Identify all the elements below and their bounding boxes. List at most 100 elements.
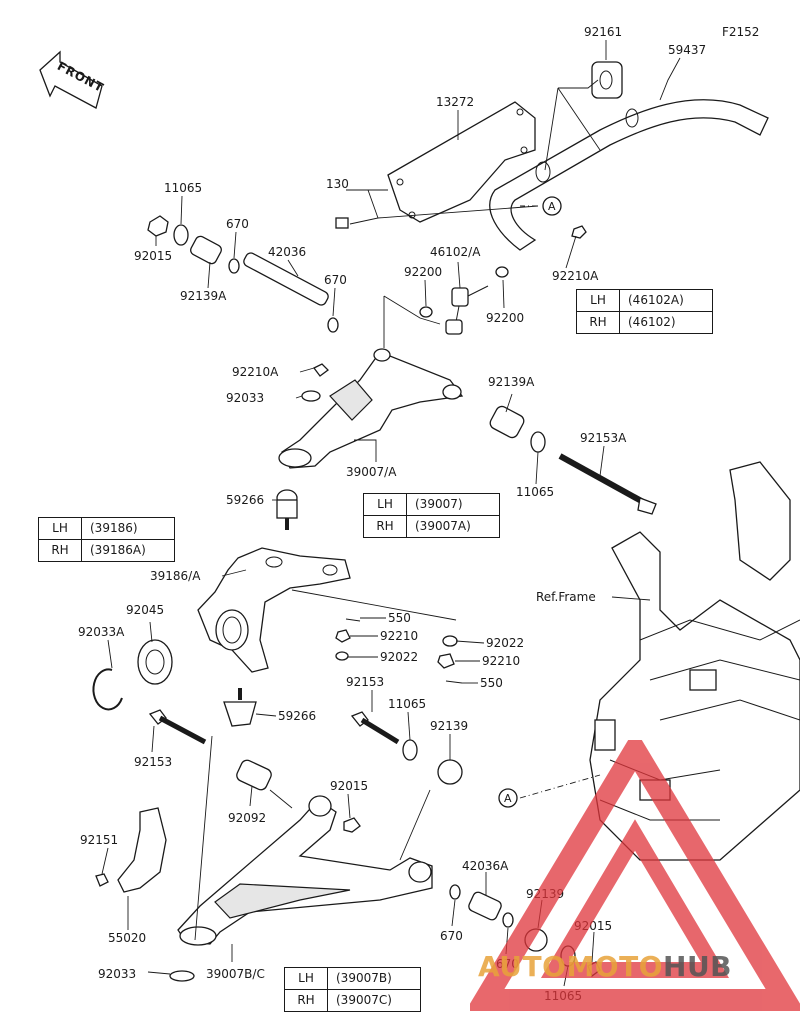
label-46102a: 46102/A — [430, 245, 481, 259]
table-cell-part: (39007C) — [327, 989, 421, 1012]
label-13272: 13272 — [436, 95, 474, 109]
label-92200-b: 92200 — [486, 311, 524, 325]
lower-bushing-92092 — [236, 759, 361, 833]
table-row: RH (39186A) — [38, 539, 175, 562]
small-hardware — [335, 618, 463, 684]
label-11065-mid: 11065 — [516, 485, 554, 499]
label-92045: 92045 — [126, 603, 164, 617]
label-92139: 92139 — [430, 719, 468, 733]
table-cell-part: (46102A) — [619, 289, 713, 312]
label-92153-a: 92153 — [346, 675, 384, 689]
callout-a-lower: A — [498, 774, 601, 808]
table-cell-part: (39186A) — [81, 539, 175, 562]
label-59266-bot: 59266 — [278, 709, 316, 723]
label-11065-low: 11065 — [388, 697, 426, 711]
label-92092: 92092 — [228, 811, 266, 825]
label-92210-a: 92210 — [380, 629, 418, 643]
label-92015-top: 92015 — [134, 249, 172, 263]
label-11065-top: 11065 — [164, 181, 202, 195]
table-row: LH (39007) — [363, 493, 500, 516]
table-row: LH (46102A) — [576, 289, 713, 312]
reference-frame — [589, 461, 800, 861]
label-11065-bot: 11065 — [544, 989, 582, 1003]
table-cell-part: (39007A) — [406, 515, 500, 538]
label-92210a-left: 92210A — [232, 365, 279, 379]
label-92139-bot: 92139 — [526, 887, 564, 901]
table-row: LH (39186) — [38, 517, 175, 540]
label-670-c: 670 — [440, 929, 463, 943]
callout-a-lower-text: A — [504, 792, 512, 805]
label-55020: 55020 — [108, 931, 146, 945]
label-39007bc: 39007B/C — [206, 967, 265, 981]
table-knuckle: LH (39186) RH (39186A) — [38, 517, 175, 562]
table-cell-part: (46102) — [619, 311, 713, 334]
label-92210-b: 92210 — [482, 654, 520, 668]
bolt-130 — [335, 217, 349, 229]
callout-a-upper-text: A — [548, 200, 556, 213]
table-stabilizer-link: LH (46102A) RH (46102) — [576, 289, 713, 334]
label-92139a-top: 92139A — [180, 289, 227, 303]
table-cell-side: RH — [363, 515, 407, 538]
label-92022-b: 92022 — [486, 636, 524, 650]
label-59437: 59437 — [668, 43, 706, 57]
label-550-a: 550 — [388, 611, 411, 625]
label-92153a: 92153A — [580, 431, 627, 445]
guard-55020 — [95, 807, 195, 982]
bracket-13272 — [387, 101, 536, 223]
callout-a-upper: A — [520, 196, 562, 216]
wheel-bearing — [92, 639, 173, 711]
label-59266-top: 59266 — [226, 493, 264, 507]
table-cell-side: RH — [576, 311, 620, 334]
label-92151: 92151 — [80, 833, 118, 847]
bolt-92153a — [558, 453, 657, 515]
label-670-a: 670 — [226, 217, 249, 231]
table-row: RH (46102) — [576, 311, 713, 334]
label-39007a: 39007/A — [346, 465, 397, 479]
table-row: LH (39007B) — [284, 967, 421, 990]
table-cell-side: RH — [284, 989, 328, 1012]
label-92015-mid: 92015 — [330, 779, 368, 793]
ball-joint-upper — [276, 489, 298, 530]
upper-bushings — [147, 215, 339, 333]
front-arrow-icon: FRONT — [39, 50, 106, 109]
label-ref-frame: Ref.Frame — [536, 590, 596, 604]
label-92033-top: 92033 — [226, 391, 264, 405]
bushing-92161 — [591, 61, 623, 99]
table-cell-part: (39007B) — [327, 967, 421, 990]
table-cell-side: RH — [38, 539, 82, 562]
watermark-text: AUTOMOTOHUB — [478, 950, 732, 983]
stabilizer-link — [419, 225, 587, 335]
table-upper-arm: LH (39007) RH (39007A) — [363, 493, 500, 538]
watermark-text-a: AUTOMOTO — [478, 950, 664, 983]
upper-right-bushing — [489, 405, 546, 453]
table-cell-part: (39007) — [406, 493, 500, 516]
watermark-text-b: HUB — [663, 950, 733, 983]
label-92153-b: 92153 — [134, 755, 172, 769]
label-42036: 42036 — [268, 245, 306, 259]
figure-code: F2152 — [722, 25, 759, 39]
table-cell-side: LH — [284, 967, 328, 990]
label-550-b: 550 — [480, 676, 503, 690]
label-130: 130 — [326, 177, 349, 191]
label-39186a: 39186/A — [150, 569, 201, 583]
label-92033-bot: 92033 — [98, 967, 136, 981]
label-92200-a: 92200 — [404, 265, 442, 279]
label-670-b: 670 — [324, 273, 347, 287]
table-cell-side: LH — [576, 289, 620, 312]
table-cell-side: LH — [38, 517, 82, 540]
table-cell-part: (39186) — [81, 517, 175, 540]
label-92015-bot: 92015 — [574, 919, 612, 933]
label-92033a: 92033A — [78, 625, 125, 639]
table-cell-side: LH — [363, 493, 407, 516]
table-row: RH (39007A) — [363, 515, 500, 538]
label-92161: 92161 — [584, 25, 622, 39]
label-92210a-right: 92210A — [552, 269, 599, 283]
ball-joint-lower — [223, 688, 257, 727]
label-42036a: 42036A — [462, 859, 509, 873]
label-92139a-mid: 92139A — [488, 375, 535, 389]
table-lower-arm: LH (39007B) RH (39007C) — [284, 967, 421, 1012]
stabilizer-bar — [489, 61, 769, 251]
lower-a-arm — [177, 795, 433, 946]
table-row: RH (39007C) — [284, 989, 421, 1012]
upper-a-arm — [278, 348, 464, 469]
